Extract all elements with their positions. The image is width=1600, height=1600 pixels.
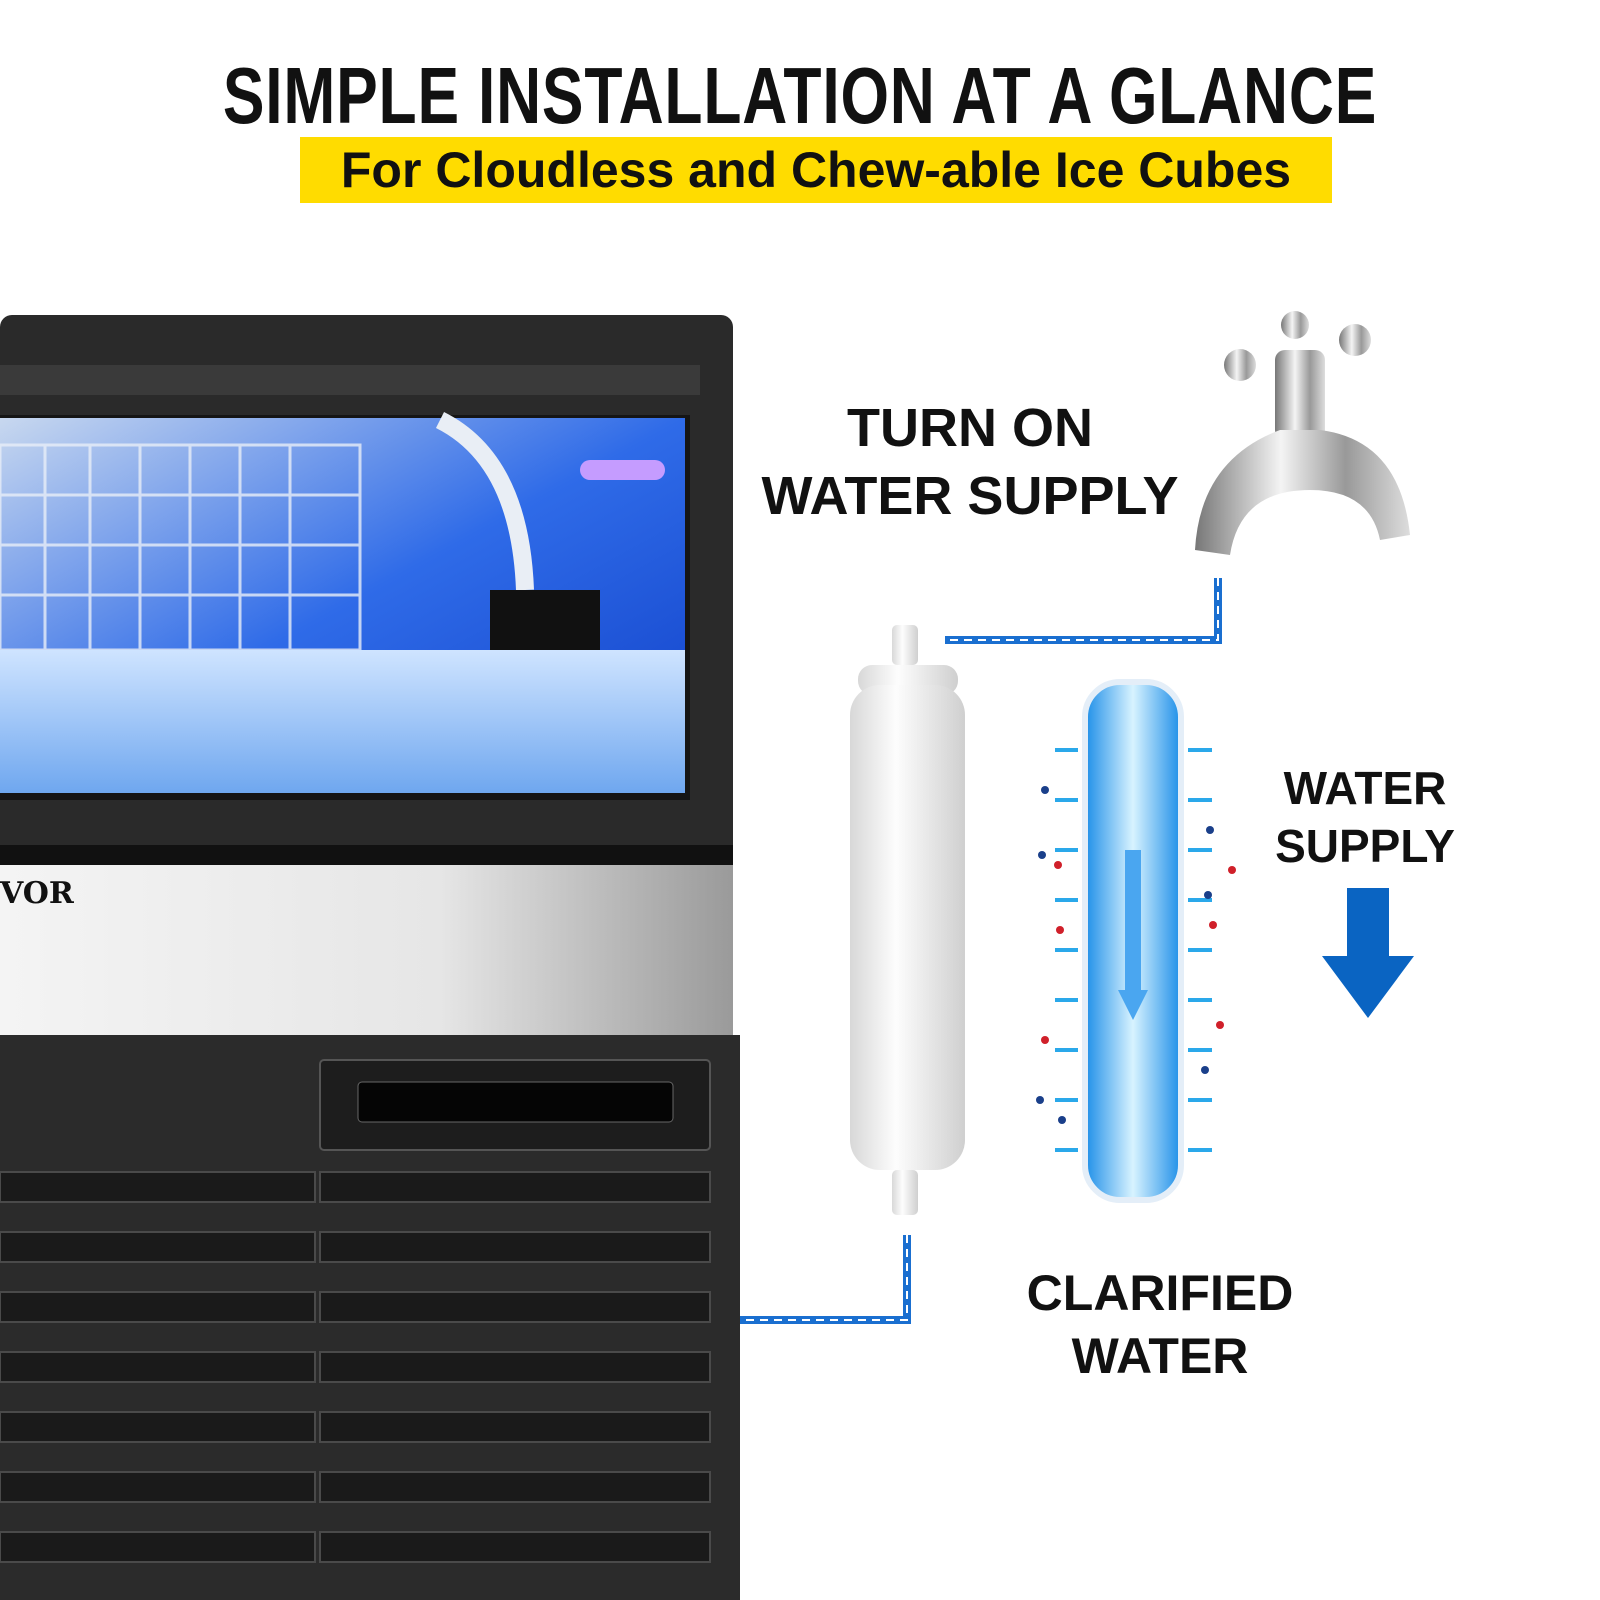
clarified-line1: CLARIFIED (1026, 1265, 1294, 1321)
turn-on-line2: WATER SUPPLY (761, 465, 1179, 526)
faucet-icon (1195, 311, 1410, 555)
turn-on-water-supply-label: TURN ON WATER SUPPLY (740, 395, 1200, 530)
water-supply-label: WATER SUPPLY (1250, 760, 1480, 875)
ice-machine-image: VOR (0, 315, 740, 1600)
clarified-line2: WATER (1071, 1327, 1249, 1384)
down-arrow-icon (1322, 888, 1414, 1018)
water-supply-line1: WATER (1283, 762, 1447, 814)
clarified-water-label: CLARIFIED WATER (1010, 1262, 1310, 1387)
subtitle-banner: For Cloudless and Chew-able Ice Cubes (300, 137, 1332, 203)
brand-logo: VOR (0, 876, 75, 911)
water-supply-line2: SUPPLY (1275, 819, 1455, 872)
filtration-diagram (1036, 679, 1236, 1203)
page-title: SIMPLE INSTALLATION AT A GLANCE (222, 51, 1378, 140)
water-filter-cartridge (850, 625, 965, 1215)
turn-on-line1: TURN ON (847, 398, 1093, 458)
